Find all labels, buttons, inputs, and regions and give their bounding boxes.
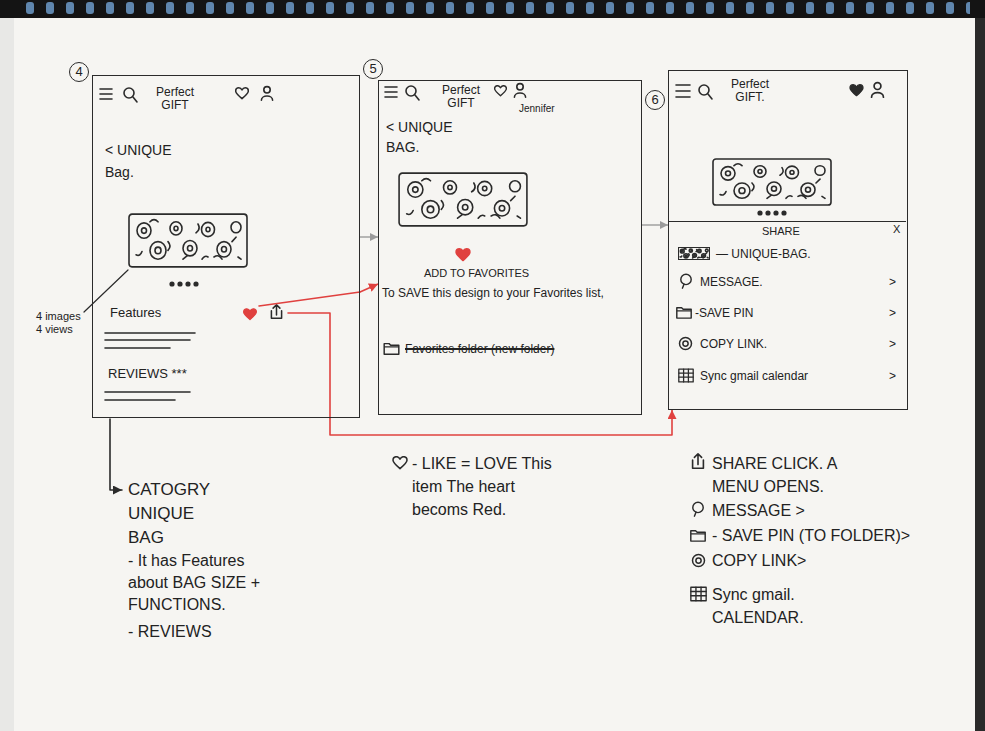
menu-item: -SAVE PIN bbox=[695, 306, 753, 320]
bag-image bbox=[129, 214, 247, 267]
action-label: ADD TO FAVORITES bbox=[424, 267, 529, 280]
page-edge bbox=[975, 0, 985, 731]
search-icon bbox=[133, 97, 137, 102]
pager-dot bbox=[178, 282, 182, 286]
liked-heart bbox=[244, 309, 257, 320]
pager-dot bbox=[774, 211, 778, 215]
leader-arrow bbox=[110, 419, 122, 490]
copy-link-icon bbox=[693, 555, 705, 567]
app-logo: Perfect GIFT. bbox=[722, 78, 778, 104]
calendar-icon bbox=[679, 369, 693, 382]
struck-text: Favorites folder (new folder) bbox=[405, 342, 554, 356]
section-heading: REVIEWS *** bbox=[108, 366, 187, 382]
pager-dot bbox=[194, 282, 198, 286]
chevron: > bbox=[889, 369, 896, 383]
annotation: 4 images 4 views bbox=[36, 310, 88, 336]
folder-icon bbox=[384, 344, 399, 355]
heart-icon bbox=[393, 457, 407, 469]
copy-link-icon bbox=[680, 338, 692, 350]
liked-heart bbox=[850, 85, 863, 96]
profile-icon bbox=[872, 83, 884, 97]
user-name: Jennifer bbox=[519, 103, 555, 115]
flow-arrow bbox=[360, 236, 378, 237]
note-text: - It has Features about BAG SIZE + FUNCT… bbox=[128, 550, 278, 616]
note-text: - LIKE = LOVE This item The heart becoms… bbox=[412, 452, 562, 521]
menu-icon bbox=[100, 89, 112, 99]
bag-image bbox=[713, 159, 831, 205]
note-text: Sync gmail. CALENDAR. bbox=[712, 583, 824, 629]
page-title: < UNIQUE Bag. bbox=[105, 139, 185, 183]
profile-icon bbox=[514, 84, 525, 98]
placeholder-lines bbox=[105, 392, 190, 400]
screen-number: 6 bbox=[645, 90, 665, 110]
phone-screen: 6Perfect GIFT.SHAREX— UNIQUE-BAG.MESSAGE… bbox=[668, 70, 908, 410]
chevron: > bbox=[889, 306, 896, 320]
share-icon bbox=[693, 454, 704, 468]
pager-dot bbox=[766, 211, 770, 215]
share-icon bbox=[271, 305, 281, 319]
menu-item: MESSAGE. bbox=[700, 275, 763, 289]
note-text: - SAVE PIN (TO FOLDER)> bbox=[712, 526, 910, 545]
phone-screen: 5Perfect GIFTJennifer< UNIQUE BAG.ADD TO… bbox=[378, 80, 642, 415]
share-menu-panel: SHARE X — UNIQUE-BAG. MESSAGE. > -SAVE PIN > CO… bbox=[669, 221, 906, 408]
search-icon bbox=[415, 95, 419, 100]
menu-item: Sync gmail calendar bbox=[700, 369, 808, 383]
help-text: To SAVE this design to your Favorites li… bbox=[382, 285, 634, 302]
pager-dot bbox=[782, 211, 786, 215]
note-text: SHARE CLICK. A MENU OPENS. bbox=[712, 452, 847, 498]
page-edge bbox=[0, 0, 14, 731]
message-icon bbox=[681, 274, 691, 288]
binding-strip bbox=[0, 0, 985, 18]
app-logo: Perfect GIFT bbox=[435, 84, 487, 110]
favorite-icon bbox=[236, 88, 249, 99]
close-mark: X bbox=[893, 223, 900, 236]
menu-item: — UNIQUE-BAG. bbox=[716, 247, 811, 261]
phone-screen: 4Perfect GIFT< UNIQUE Bag.FeaturesREVIEW… bbox=[92, 75, 360, 418]
placeholder-lines bbox=[105, 333, 195, 348]
menu-item: COPY LINK. bbox=[700, 337, 767, 351]
note-text: MESSAGE > bbox=[712, 501, 805, 520]
menu-icon bbox=[676, 85, 690, 97]
bag-thumbnail bbox=[678, 247, 709, 259]
folder-icon bbox=[677, 308, 691, 318]
flow-arrow bbox=[642, 224, 668, 225]
calendar-icon bbox=[691, 587, 706, 601]
leader-line bbox=[288, 313, 330, 418]
chevron: > bbox=[889, 275, 896, 289]
app-logo: Perfect GIFT bbox=[149, 86, 201, 112]
note-text: COPY LINK> bbox=[712, 551, 806, 570]
search-icon bbox=[708, 94, 712, 99]
screen-number: 5 bbox=[363, 59, 383, 79]
folder-icon bbox=[691, 531, 705, 541]
flow-arrow bbox=[330, 410, 672, 435]
section-heading: Features bbox=[110, 305, 161, 321]
note-text: - REVIEWS bbox=[128, 622, 212, 641]
binding-coils bbox=[14, 1, 970, 17]
page-title: < UNIQUE BAG. bbox=[386, 117, 478, 157]
note-heading: CATOGRY UNIQUE BAG bbox=[128, 478, 218, 550]
chevron: > bbox=[889, 337, 896, 351]
screen-number: 4 bbox=[69, 62, 89, 82]
bag-image bbox=[399, 173, 527, 226]
favorite-icon bbox=[495, 86, 507, 96]
pager-dot bbox=[186, 282, 190, 286]
menu-icon bbox=[385, 87, 397, 97]
profile-icon bbox=[261, 87, 272, 101]
leader-line bbox=[259, 292, 360, 306]
pager-dot bbox=[758, 211, 762, 215]
flow-arrow bbox=[360, 284, 378, 292]
pager-dot bbox=[170, 282, 174, 286]
menu-title: SHARE bbox=[762, 225, 800, 238]
message-icon bbox=[693, 502, 703, 516]
liked-heart bbox=[456, 249, 470, 261]
